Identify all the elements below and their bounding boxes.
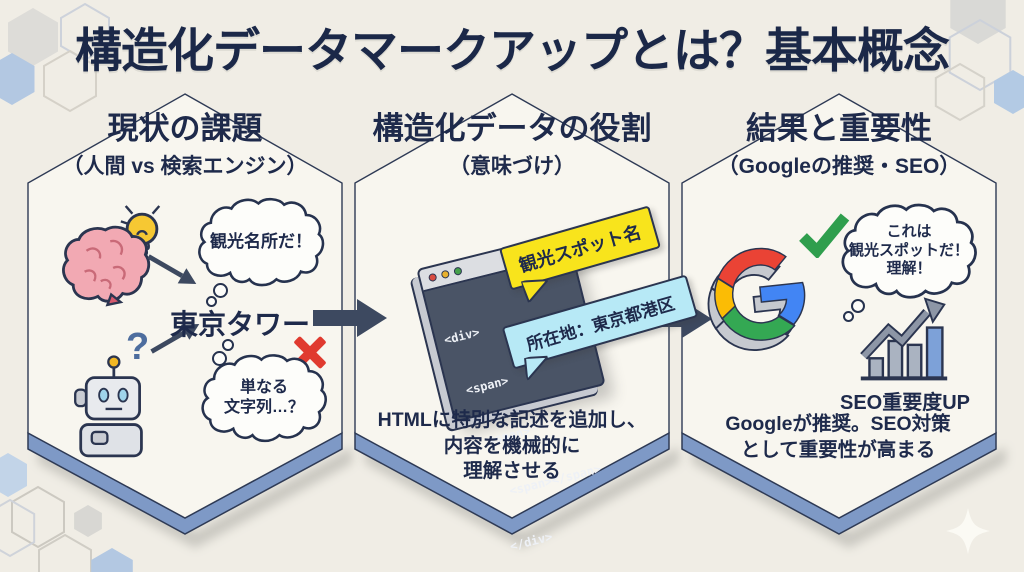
window-dot-yellow-icon xyxy=(440,269,451,280)
window-dot-red-icon xyxy=(427,272,438,283)
bubble-tail-dot xyxy=(851,299,865,313)
arrow-icon xyxy=(147,254,197,285)
google-thought-line: 理解！ xyxy=(886,260,932,278)
thought-bubble-cloud xyxy=(841,203,977,299)
arrow-right-icon xyxy=(313,299,387,337)
thought-bubble-google: これは 観光スポットだ！ 理解！ xyxy=(840,200,978,302)
checkmark-icon xyxy=(799,213,850,258)
caption-line: 内容を機械的に xyxy=(443,434,581,457)
panel3-heading: 結果と重要性 xyxy=(746,111,932,146)
caption-line: HTMLに特別な記述を追加し、 xyxy=(377,409,647,431)
label-banner-location: 所在地：東京都港区 xyxy=(501,274,699,381)
bubble-tail-dot xyxy=(843,311,854,322)
caption-line: 理解させる xyxy=(463,460,561,483)
bubble-tail-dot xyxy=(206,296,217,307)
keyword-text: 東京タワー xyxy=(169,309,310,340)
chart-label: SEO重要度UP xyxy=(839,392,971,414)
code-line: </div> xyxy=(507,561,643,572)
panel2-caption: HTMLに特別な記述を追加し、 内容を機械的に 理解させる xyxy=(362,408,662,485)
sparkle-icon xyxy=(946,508,990,554)
panel1-subheading: （人間 vs 検索エンジン） xyxy=(62,155,308,178)
thought-bubble-cloud xyxy=(198,197,325,287)
google-thought-line: 観光スポットだ！ xyxy=(848,241,969,259)
thought-bubble-cloud xyxy=(201,354,327,443)
robot-thought-line: 単なる xyxy=(239,379,288,396)
brain-icon xyxy=(62,225,151,307)
panel3-caption: Googleが推奨。SEO対策 として重要性が高まる xyxy=(688,412,988,463)
panel2-heading: 構造化データの役割 xyxy=(372,111,652,146)
bubble-tail-dot xyxy=(212,351,227,366)
robot-thought-line: 文字列…？ xyxy=(223,399,304,416)
thought-bubble-human: 観光名所だ！ xyxy=(196,197,326,287)
code-line: </div> xyxy=(508,529,554,554)
arrow-icon xyxy=(150,323,200,354)
google-thought-line: これは xyxy=(886,222,932,240)
page-title: 構造化データマークアップとは？基本概念 xyxy=(75,24,950,77)
panel-tile xyxy=(681,93,1006,548)
bubble-tail-dot xyxy=(222,339,234,351)
bar-chart-icon xyxy=(860,297,948,381)
banner-tail xyxy=(523,355,550,381)
panel3-subheading: （Googleの推奨・SEO） xyxy=(717,155,961,178)
panel1-heading: 現状の課題 xyxy=(107,111,263,146)
window-dot-green-icon xyxy=(453,266,463,277)
panel2-subheading: （意味づけ） xyxy=(449,155,575,178)
caption-line: として重要性が高まる xyxy=(740,438,936,461)
robot-icon xyxy=(74,355,143,458)
thought-bubble-robot: 単なる 文字列…？ xyxy=(200,352,328,444)
label-banner-name: 観光スポット名 xyxy=(498,205,662,303)
caption-line: Googleが推奨。SEO対策 xyxy=(725,413,951,435)
question-mark: ? xyxy=(126,326,150,368)
bubble-tail-dot xyxy=(213,283,228,298)
banner-tail xyxy=(520,279,550,303)
human-thought-text: 観光名所だ！ xyxy=(210,232,312,252)
google-logo-icon xyxy=(707,247,806,351)
